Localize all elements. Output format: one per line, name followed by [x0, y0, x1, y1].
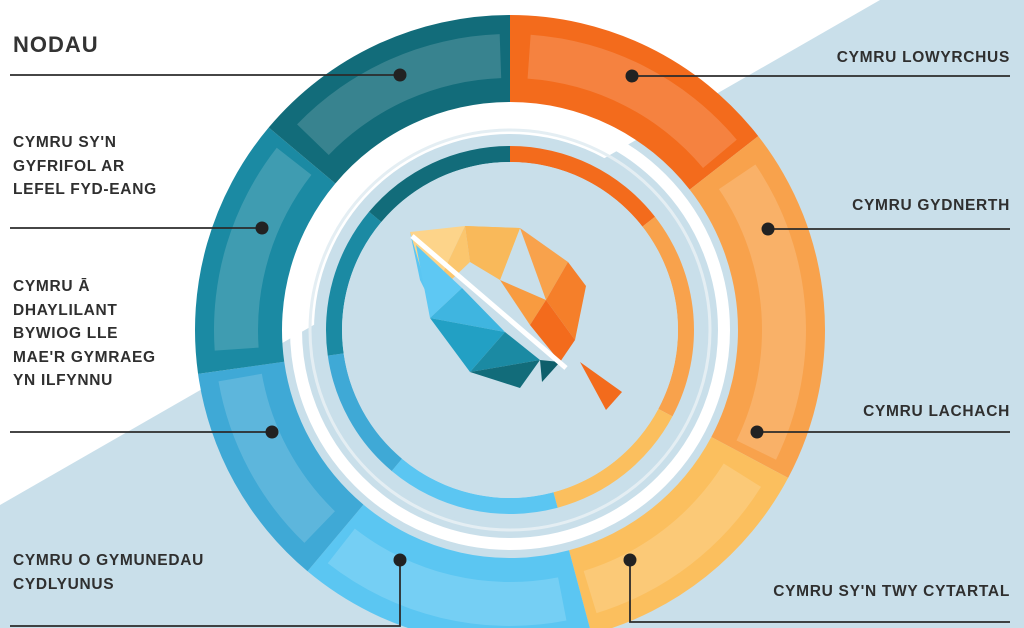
bullet-dot-icon — [625, 69, 639, 83]
outer-band-more-equal — [327, 528, 567, 626]
connector-line-more-equal — [629, 560, 1010, 623]
bullet-dot-icon — [750, 425, 764, 439]
outer-band-resilient — [718, 164, 806, 460]
separator-ring-thin — [308, 128, 712, 532]
goal-label-globally-responsible: CYMRU SY'N GYFRIFOL AR LEFEL FYD-EANG — [13, 134, 157, 199]
outer-segment-resilient — [689, 136, 825, 478]
goal-label-vibrant-culture: CYMRU Ā DHAYLILANT BYWIOG LLE MAE'R GYMR… — [13, 278, 156, 390]
leaf-icon — [410, 226, 622, 410]
bullet-dot-icon — [393, 68, 407, 82]
separator-ring — [290, 110, 730, 550]
connectors — [10, 68, 1010, 627]
outer-band-cohesive-communities — [218, 373, 335, 543]
goal-label-healthier: CYMRU LACHACH — [863, 403, 1010, 420]
inner-ring — [325, 146, 694, 514]
outer-band-vibrant-culture — [214, 147, 312, 351]
goal-label-resilient: CYMRU GYDNERTH — [852, 197, 1010, 214]
page-title: NODAU — [13, 32, 99, 57]
outer-segment-vibrant-culture — [195, 127, 336, 374]
goal-label-prosperous: CYMRU LOWYRCHUS — [836, 49, 1010, 66]
bullet-dot-icon — [265, 425, 279, 439]
bullet-dot-icon — [393, 553, 407, 567]
inner-segment-cohesive-communities — [327, 353, 403, 471]
outer-segment-prosperous — [510, 15, 759, 190]
outer-band-healthier — [583, 463, 762, 614]
goal-label-cohesive-communities: CYMRU O GYMUNEDAU CYDLYUNUS — [13, 552, 205, 593]
outer-segment-cohesive-communities — [198, 361, 364, 572]
inner-segment-prosperous — [510, 146, 655, 227]
outer-band-globally-responsible — [297, 34, 502, 155]
inner-segment-more-equal — [391, 458, 558, 514]
outer-ring-overlay — [214, 34, 806, 626]
outer-band-prosperous — [527, 34, 737, 169]
outer-segment-healthier — [569, 437, 789, 628]
inner-segment-globally-responsible — [369, 146, 510, 223]
bullet-dot-icon — [761, 222, 775, 236]
goal-label-more-equal: CYMRU SY'N TWY CYTARTAL — [773, 583, 1010, 600]
outer-segment-more-equal — [307, 504, 590, 628]
inner-segment-vibrant-culture — [325, 211, 382, 356]
connector-line-cohesive-communities — [10, 560, 401, 627]
outer-ring — [195, 14, 825, 628]
outer-segment-globally-responsible — [268, 14, 510, 184]
bullet-dot-icon — [623, 553, 637, 567]
inner-segment-resilient — [642, 216, 694, 417]
inner-segment-healthier — [553, 408, 673, 508]
bullet-dot-icon — [255, 221, 269, 235]
